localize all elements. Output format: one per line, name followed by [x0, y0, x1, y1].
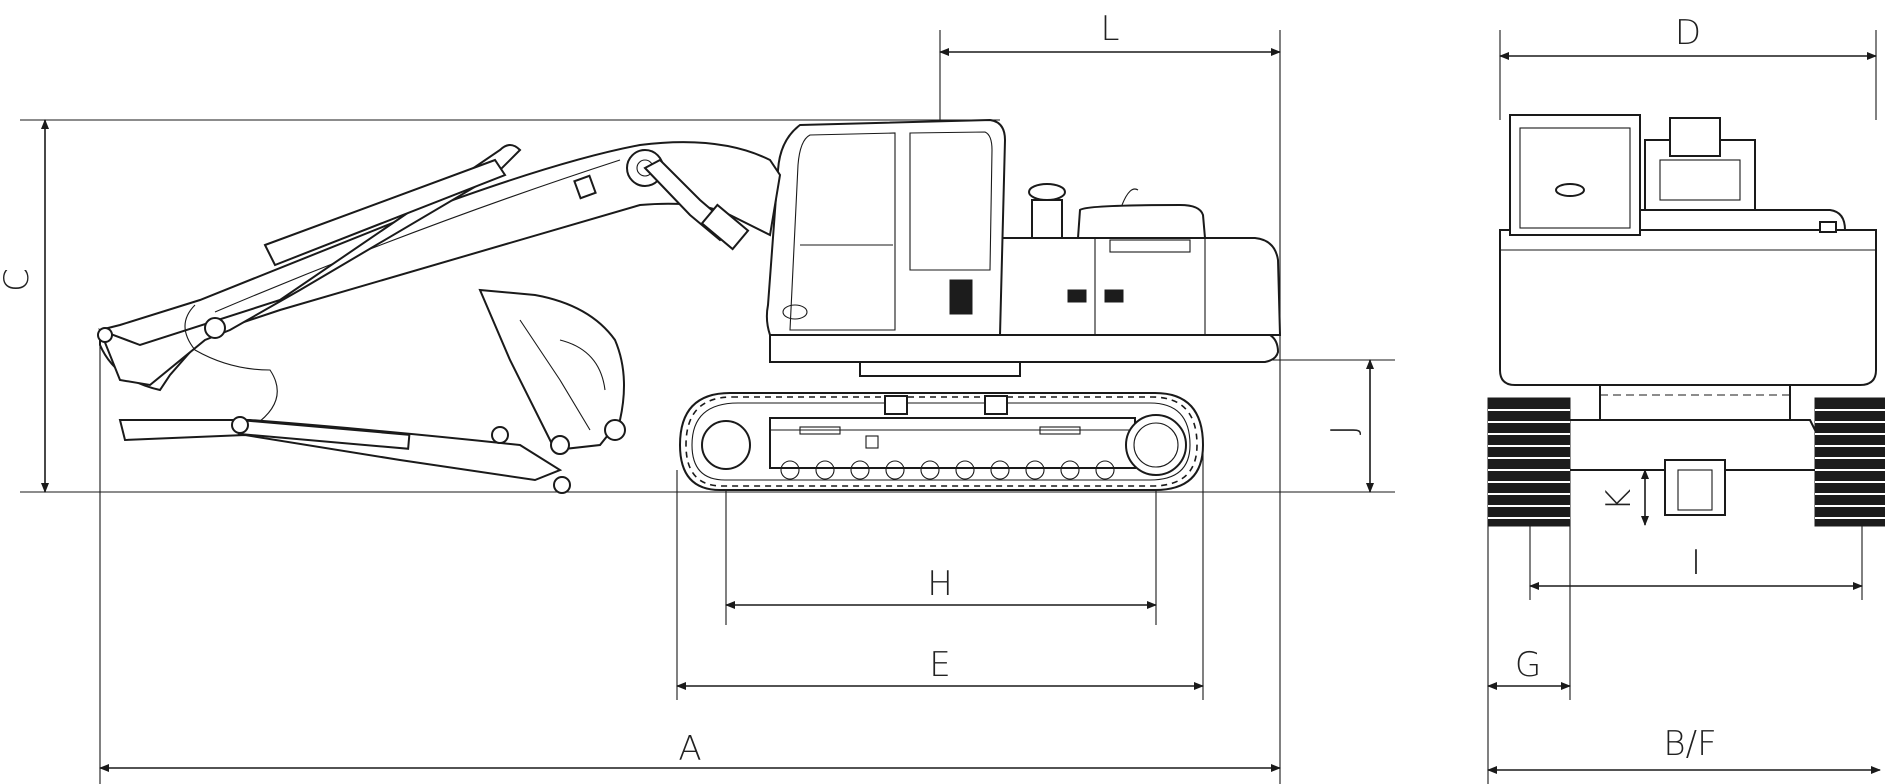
dimension-label-H: H	[927, 564, 953, 604]
dimension-label-E: E	[929, 645, 950, 685]
dimension-G: G	[1487, 645, 1571, 690]
side-view: L C J H E A	[0, 9, 1395, 784]
front-left-track	[1487, 397, 1571, 527]
dimension-E: E	[676, 645, 1204, 690]
front-undercarriage	[1558, 384, 1822, 516]
dimension-H: H	[725, 564, 1157, 609]
dimension-label-G: G	[1515, 645, 1541, 685]
dimension-label-A: A	[678, 729, 701, 769]
front-view-reference-lines	[1487, 30, 1877, 784]
arm-cylinder	[231, 416, 411, 450]
dimension-label-K: K	[1599, 489, 1639, 511]
dimension-C: C	[0, 119, 49, 493]
dimension-I: I	[1529, 543, 1863, 590]
upper-structure	[769, 183, 1282, 377]
dimension-label-I: I	[1691, 543, 1701, 583]
dimension-label-B-F: B/F	[1663, 724, 1716, 764]
dimension-K: K	[1599, 469, 1649, 526]
side-view-reference-lines	[20, 30, 1395, 784]
track-rollers	[780, 460, 1115, 480]
front-view: D K I G B/F	[1487, 13, 1885, 784]
dimension-D: D	[1499, 13, 1877, 60]
dimension-label-L: L	[1101, 9, 1120, 49]
dimension-J: J	[1324, 359, 1374, 493]
bucket	[97, 288, 626, 494]
boom-cylinder	[643, 158, 750, 251]
front-body	[1499, 114, 1877, 386]
crawler-track	[678, 392, 1205, 491]
dimension-label-J: J	[1324, 425, 1364, 435]
dimension-label-C: C	[0, 268, 37, 292]
dimension-L: L	[939, 9, 1281, 56]
front-right-track	[1814, 397, 1885, 527]
operator-cab	[765, 118, 1007, 336]
dimension-label-D: D	[1675, 13, 1701, 53]
dimension-A: A	[99, 729, 1281, 772]
dimension-B-F: B/F	[1487, 724, 1881, 774]
